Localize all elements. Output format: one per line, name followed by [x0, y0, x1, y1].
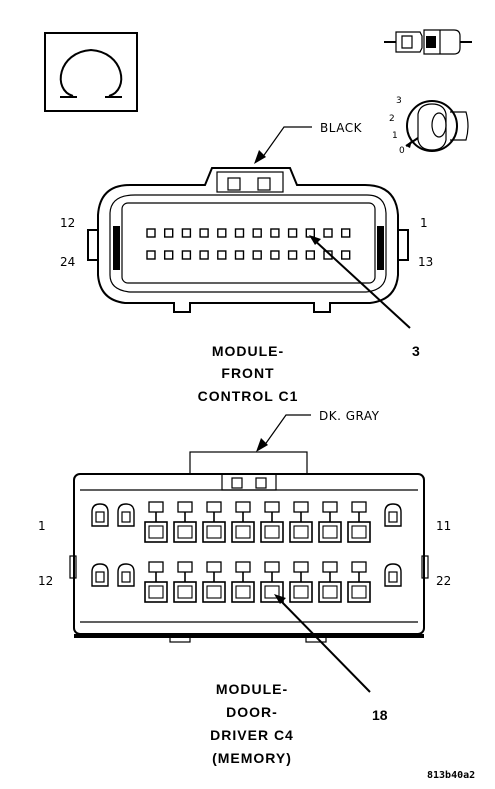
- c4-color-label: DK. GRAY: [319, 409, 380, 423]
- c1-pin-cavity: [341, 228, 351, 238]
- c4-pin-cavity: [91, 563, 109, 587]
- c1-title-line1: MODULE-: [212, 343, 284, 359]
- c4-pin-22-label: 22: [436, 574, 451, 588]
- c1-pin-cavity: [252, 228, 262, 238]
- connector-c1: BLACK 12 24 1 13 3 MODULE- FRONT CONTROL…: [60, 121, 433, 404]
- c4-pin-cavity: [318, 561, 342, 603]
- c4-pin-cavity: [384, 563, 402, 587]
- c4-pin-cavity: [144, 561, 168, 603]
- c1-pin-cavities: [146, 228, 351, 260]
- c1-pin-cavity: [323, 250, 333, 260]
- c1-pin-cavity: [234, 250, 245, 260]
- c1-pin-cavity: [270, 250, 280, 260]
- c1-pin-cavity: [163, 250, 174, 260]
- c4-pin-12-label: 12: [38, 574, 53, 588]
- key-position-1: 1: [392, 131, 398, 141]
- c1-pin-cavity: [146, 228, 156, 238]
- c4-title-line3: DRIVER C4: [210, 727, 294, 743]
- c1-pin-cavity: [199, 250, 209, 260]
- c4-pin-cavity: [384, 503, 402, 527]
- c4-title-line2: DOOR-: [226, 704, 278, 720]
- c4-pin-cavities: [91, 501, 402, 603]
- c1-pin-cavity: [341, 250, 351, 260]
- key-position-3: 3: [396, 96, 402, 106]
- c1-pin-cavity: [323, 228, 333, 238]
- c1-pin-cavity: [217, 250, 227, 260]
- c1-pin-cavity: [234, 228, 245, 238]
- c1-pin-13-label: 13: [418, 255, 433, 269]
- c4-pin-cavity: [347, 501, 371, 543]
- c4-pin-11-label: 11: [436, 519, 451, 533]
- c4-pin-cavity: [202, 501, 226, 543]
- c1-pin-cavity: [163, 228, 174, 238]
- c4-title-line4: (MEMORY): [212, 750, 292, 766]
- c4-pin-cavity: [231, 501, 255, 543]
- key-position-2: 2: [389, 114, 395, 124]
- c1-title-line2: FRONT: [221, 365, 274, 381]
- c4-callout-pin-18: 18: [372, 707, 388, 723]
- c4-pin-cavity: [260, 501, 284, 543]
- c4-pin-cavity: [318, 501, 342, 543]
- c1-pin-cavity: [217, 228, 227, 238]
- c4-pin-cavity: [117, 563, 135, 587]
- c4-pin-cavity: [202, 561, 226, 603]
- c1-pin-1-label: 1: [420, 216, 428, 230]
- connector-plug-icon: [384, 29, 472, 55]
- c4-pin-cavity: [231, 561, 255, 603]
- c1-pin-cavity: [181, 250, 192, 260]
- c4-pin-1-label: 1: [38, 519, 46, 533]
- c4-pin-cavity: [289, 561, 313, 603]
- c1-pin-12-label: 12: [60, 216, 75, 230]
- c4-pin-cavity: [347, 561, 371, 603]
- c1-color-label: BLACK: [320, 121, 363, 135]
- c1-pin-cavity: [181, 228, 192, 238]
- c4-pin-cavity: [91, 503, 109, 527]
- resistance-ohm-icon: [44, 32, 138, 112]
- c1-pin-cavity: [287, 250, 298, 260]
- c4-pin-cavity: [260, 561, 284, 603]
- ignition-key-icon: 3 2 1 0: [389, 96, 469, 156]
- c1-title-line3: CONTROL C1: [198, 388, 299, 404]
- c4-title-line1: MODULE-: [216, 681, 288, 697]
- c4-pin-cavity: [117, 503, 135, 527]
- c1-callout-pin-3: 3: [412, 343, 420, 359]
- connector-c4: DK. GRAY 1 12 11 22 18 MODULE- DOOR- DRI…: [38, 409, 451, 766]
- c4-pin-cavity: [173, 501, 197, 543]
- c4-pin-cavity: [173, 561, 197, 603]
- c1-pin-cavity: [287, 228, 298, 238]
- c1-pin-24-label: 24: [60, 255, 75, 269]
- key-position-0: 0: [399, 146, 405, 156]
- c1-pin-cavity: [252, 250, 262, 260]
- c4-pin-cavity: [289, 501, 313, 543]
- c1-pin-cavity: [199, 228, 209, 238]
- c1-pin-cavity: [270, 228, 280, 238]
- figure-code: 813b40a2: [427, 770, 475, 781]
- c1-pin-cavity: [305, 250, 315, 260]
- c1-pin-cavity: [146, 250, 156, 260]
- c4-pin-cavity: [144, 501, 168, 543]
